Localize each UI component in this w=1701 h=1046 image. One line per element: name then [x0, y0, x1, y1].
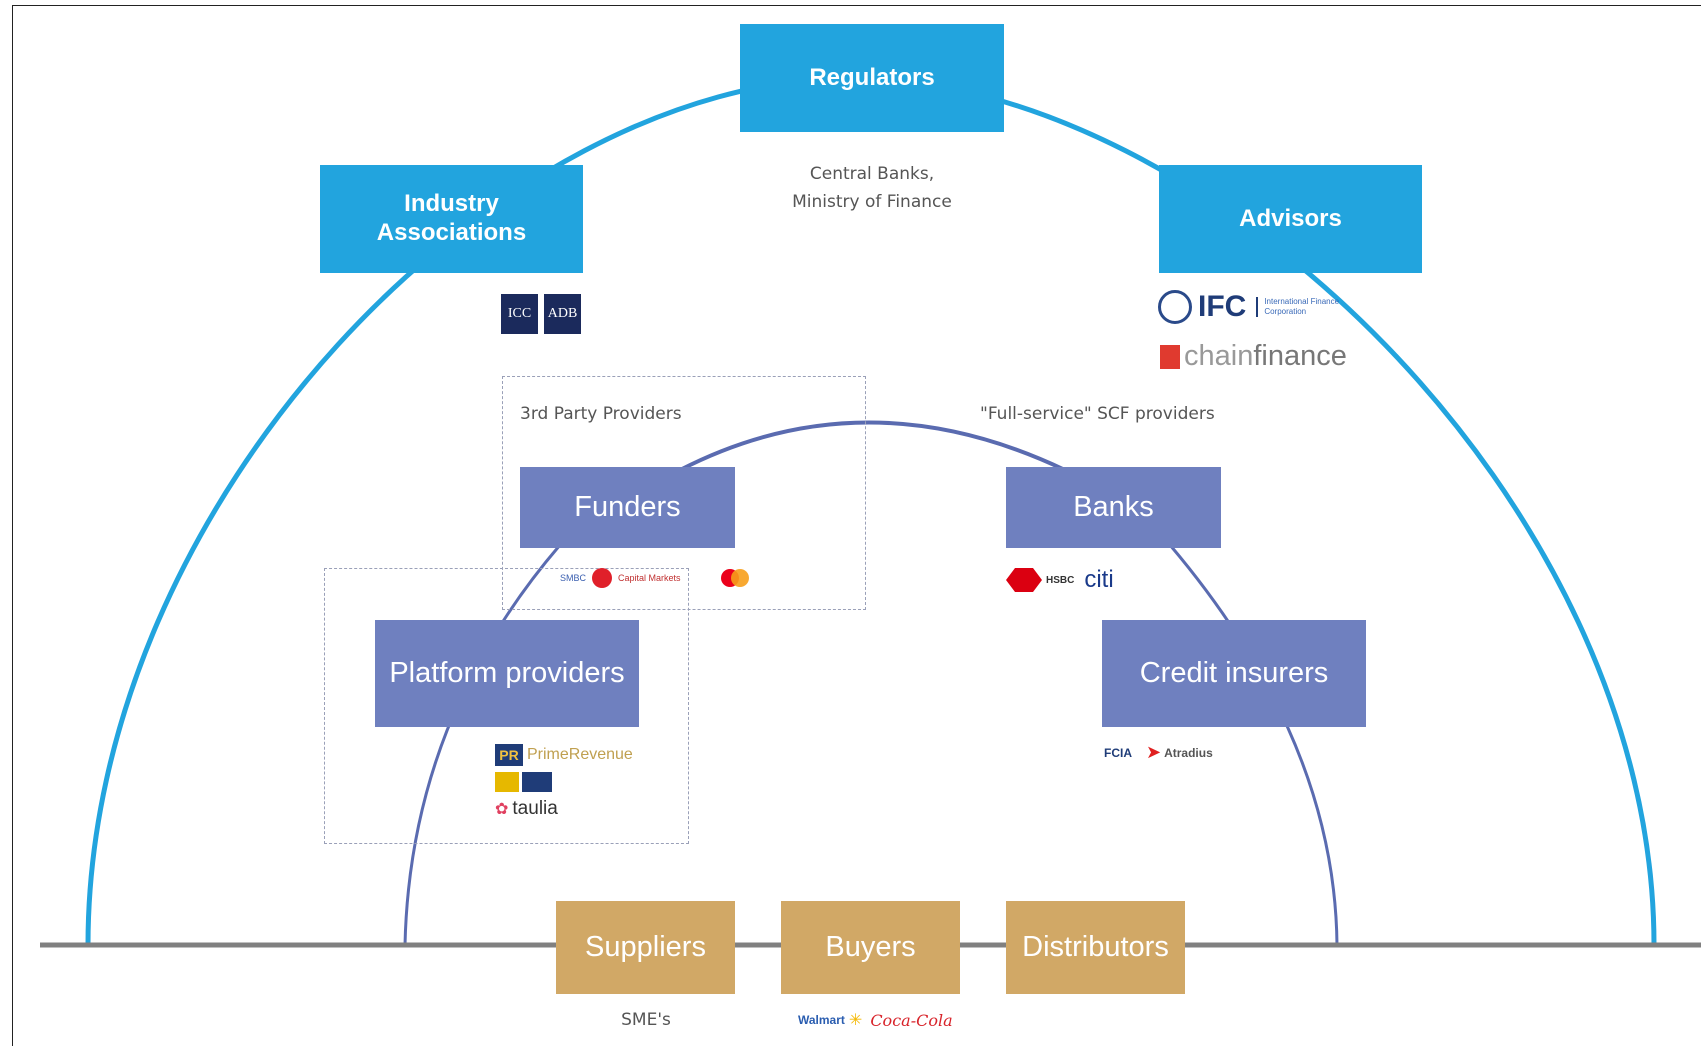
- banks-label: Banks: [1073, 491, 1154, 524]
- regulators-note-line1: Central Banks,: [809, 164, 935, 184]
- regulators-box: Regulators: [740, 24, 1004, 132]
- third-party-region-upper: [502, 376, 866, 610]
- industry-label-line1: Industry: [404, 190, 499, 218]
- buyers-logos: Walmart ✳ Coca-Cola: [798, 1010, 953, 1030]
- funders-label: Funders: [574, 491, 681, 524]
- ifc-logo: IFC International Finance Corporation: [1158, 290, 1374, 324]
- industry-logos: ICC ADB: [501, 294, 587, 334]
- buyers-box: Buyers: [781, 901, 960, 994]
- distributors-label: Distributors: [1022, 931, 1169, 964]
- smbc-logo: SMBC: [560, 573, 587, 583]
- industry-associations-box: Industry Associations: [320, 165, 583, 273]
- credit-insurers-label: Credit insurers: [1139, 657, 1329, 690]
- bank-logo-yellow: [495, 772, 519, 792]
- taulia-icon: ✿: [495, 801, 509, 818]
- ifc-wordmark: IFC: [1198, 290, 1247, 323]
- advisors-box: Advisors: [1159, 165, 1422, 273]
- regulators-note-line2: Ministry of Finance: [792, 192, 952, 212]
- inner-right-arc: [1168, 544, 1339, 946]
- insurers-logos: FCIA ➤ Atradius: [1104, 742, 1213, 763]
- regulators-label: Regulators: [809, 63, 935, 91]
- third-party-region-lower: [324, 568, 689, 844]
- mastercard-icon: [720, 569, 749, 587]
- platform-small-logos: [495, 772, 552, 792]
- globe-icon: [1158, 290, 1192, 324]
- primerevenue-wordmark: PrimeRevenue: [527, 746, 633, 763]
- funders-logos: SMBC Capital Markets: [560, 568, 749, 588]
- walmart-logo: Walmart: [798, 1013, 845, 1027]
- chainfinance-logo: chain finance: [1160, 340, 1347, 373]
- ifc-subtitle: International Finance Corporation: [1256, 297, 1374, 317]
- fcia-logo: FCIA: [1104, 745, 1132, 760]
- suppliers-box: Suppliers: [556, 901, 735, 994]
- sme-label: SME's: [621, 1010, 671, 1030]
- hsbc-logo: HSBC: [1046, 574, 1075, 586]
- platform-providers-box: Platform providers: [375, 620, 639, 727]
- inner-top-arc: [679, 420, 1066, 472]
- regulators-note: Central Banks, Ministry of Finance: [760, 160, 984, 216]
- chainfinance-icon: [1160, 344, 1180, 369]
- inner-left-arc: [403, 544, 562, 946]
- distributors-box: Distributors: [1006, 901, 1185, 994]
- banks-logos: HSBC citi: [1006, 566, 1114, 594]
- adb-logo: ADB: [544, 294, 581, 334]
- third-party-label: 3rd Party Providers: [520, 404, 682, 424]
- icc-logo: ICC: [501, 294, 538, 334]
- credit-insurers-box: Credit insurers: [1102, 620, 1366, 727]
- industry-label-line2: Associations: [376, 219, 527, 246]
- diagram-frame: [12, 5, 1701, 1046]
- atradius-logo: Atradius: [1164, 745, 1213, 760]
- chainfinance-finance: finance: [1253, 340, 1347, 372]
- buyers-label: Buyers: [825, 931, 916, 964]
- capital-markets-logo: Capital Markets: [618, 573, 681, 583]
- citi-logo: citi: [1084, 566, 1114, 593]
- smbc-icon: [592, 568, 613, 588]
- advisors-label: Advisors: [1239, 204, 1342, 232]
- hsbc-icon: [1006, 568, 1042, 592]
- chainfinance-chain: chain: [1184, 340, 1254, 372]
- full-service-label: "Full-service" SCF providers: [980, 404, 1215, 424]
- banks-box: Banks: [1006, 467, 1221, 548]
- suppliers-label: Suppliers: [585, 931, 706, 964]
- taulia-logo: ✿ taulia: [495, 798, 558, 820]
- funders-box: Funders: [520, 467, 735, 548]
- primerevenue-logo: PR PrimeRevenue: [495, 744, 633, 766]
- primerevenue-icon: PR: [495, 744, 523, 766]
- platform-providers-label: Platform providers: [389, 657, 625, 690]
- bank-logo-navy: [522, 772, 552, 792]
- atradius-icon: ➤: [1146, 742, 1162, 762]
- cocacola-logo: Coca-Cola: [870, 1010, 953, 1030]
- taulia-wordmark: taulia: [512, 798, 558, 819]
- walmart-spark-icon: ✳: [848, 1012, 863, 1029]
